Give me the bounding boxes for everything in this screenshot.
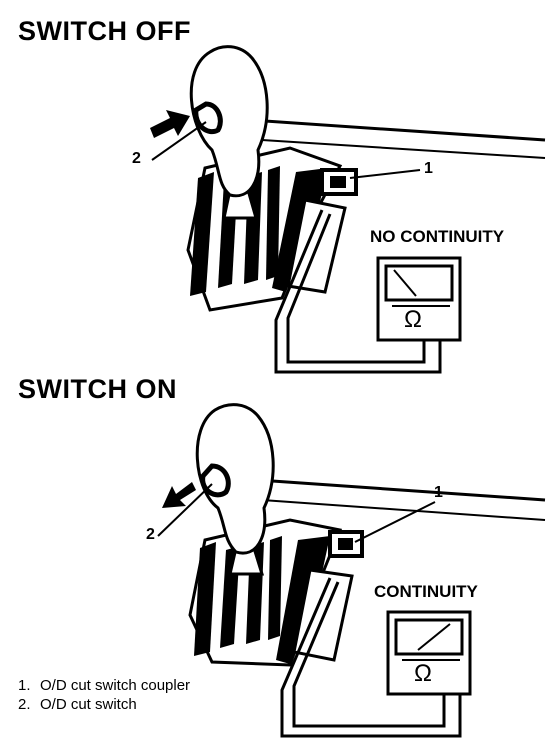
- callout-1-on: 1: [434, 484, 443, 501]
- legend: 1. O/D cut switch coupler 2. O/D cut swi…: [18, 676, 210, 714]
- shift-lever-icon: [189, 45, 269, 220]
- arrow-icon: [162, 482, 196, 508]
- callout-2-on: 2: [146, 526, 155, 543]
- legend-item: 2. O/D cut switch: [18, 695, 210, 714]
- legend-text: O/D cut switch coupler: [40, 677, 191, 694]
- legend-number: 1.: [18, 677, 31, 694]
- title-switch-on: SWITCH ON: [18, 374, 177, 404]
- legend-number: 2.: [18, 696, 31, 713]
- callout-1-off: 1: [424, 160, 433, 177]
- ohm-symbol-off: Ω: [404, 306, 422, 333]
- panel-switch-on-art: [157, 403, 546, 738]
- legend-item: 1. O/D cut switch coupler: [18, 676, 210, 695]
- ohmmeter-icon: [376, 256, 462, 342]
- legend-text: O/D cut switch: [40, 696, 137, 713]
- ohmmeter-icon: [386, 610, 472, 696]
- result-no-continuity: NO CONTINUITY: [370, 227, 505, 246]
- panel-switch-off-art: [150, 45, 546, 374]
- shift-lever-icon: [195, 403, 275, 576]
- callout-2-off: 2: [132, 150, 141, 167]
- arrow-icon: [150, 110, 190, 138]
- ohm-symbol-on: Ω: [414, 660, 432, 687]
- title-switch-off: SWITCH OFF: [18, 16, 191, 46]
- result-continuity: CONTINUITY: [374, 582, 478, 601]
